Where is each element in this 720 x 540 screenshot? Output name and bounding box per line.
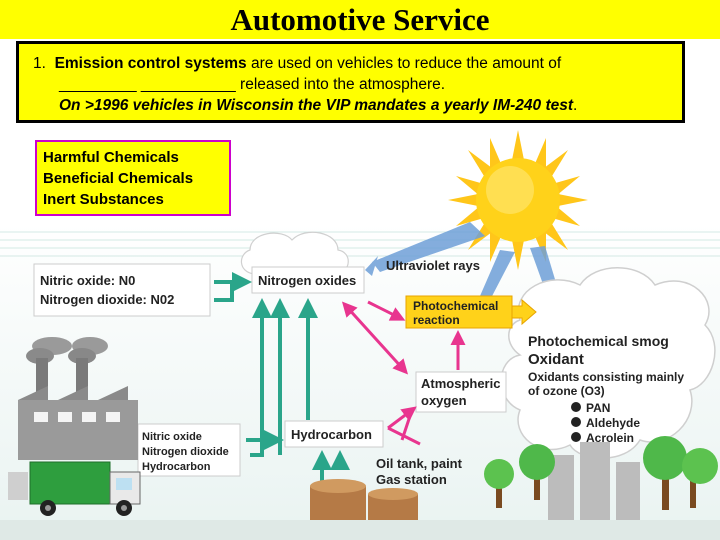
question-box: 1. Emission control systems are used on … <box>16 41 685 123</box>
nitrogen-oxides-box <box>251 266 365 294</box>
nitric-oxide-label: Nitric oxide: N0 <box>40 273 135 288</box>
legend-item-beneficial: Beneficial Chemicals <box>43 170 194 187</box>
smog-item-acrolein: Acrolein <box>586 431 634 445</box>
question-line-2-rest: released into the atmosphere. <box>240 76 446 93</box>
smog-oxidant: Oxidant <box>528 351 584 368</box>
question-line-3-end: . <box>573 97 578 114</box>
title-bar: Automotive Service <box>0 0 720 39</box>
question-line-3: On >1996 vehicles in Wisconsin the VIP m… <box>59 97 577 115</box>
smog-title: Photochemical smog <box>528 333 669 349</box>
small-cloud <box>240 231 349 275</box>
atmospheric-label-1: Atmospheric <box>421 376 500 391</box>
sun-icon <box>448 130 588 270</box>
truck-emission-2: Nitrogen dioxide <box>142 446 229 458</box>
truck-icon <box>8 461 141 516</box>
truck-emissions-box <box>137 423 241 477</box>
hydrocarbon-label: Hydrocarbon <box>291 427 372 442</box>
legend-item-harmful: Harmful Chemicals <box>43 149 179 166</box>
atmospheric-oxygen-box <box>415 371 507 413</box>
bullet-icon <box>571 432 581 442</box>
truck-emission-1: Nitric oxide <box>142 431 202 443</box>
smog-desc-2: of ozone (O3) <box>528 384 605 398</box>
legend-item-inert: Inert Substances <box>43 191 164 208</box>
question-line-3-text: On >1996 vehicles in Wisconsin the VIP m… <box>59 97 574 114</box>
tree-icon <box>484 436 718 510</box>
smog-item-aldehyde: Aldehyde <box>586 416 640 430</box>
oil-tank-label-2: Gas station <box>376 472 447 487</box>
nitrogen-compounds-box <box>33 263 211 317</box>
question-line-1-rest: are used on vehicles to reduce the amoun… <box>250 55 562 72</box>
answer-blanks: _________ ___________ <box>59 76 236 93</box>
question-number: 1. <box>33 55 46 72</box>
question-bold-term: Emission control systems <box>54 55 247 72</box>
nitrogen-dioxide-label: Nitrogen dioxide: N02 <box>40 292 174 307</box>
background-stripes <box>0 231 720 257</box>
question-line-2: _________ ___________ released into the … <box>59 76 445 94</box>
slide-title: Automotive Service <box>230 2 490 37</box>
nitrogen-oxides-label: Nitrogen oxides <box>258 273 356 288</box>
bidirectional-arrow <box>341 301 409 375</box>
oil-tank-label-1: Oil tank, paint <box>376 456 463 471</box>
smog-desc-1: Oxidants consisting mainly <box>528 370 684 384</box>
photochemical-label-2: reaction <box>413 313 460 327</box>
truck-emission-3: Hydrocarbon <box>142 461 211 473</box>
photochemical-label-1: Photochemical <box>413 299 498 313</box>
question-line-1: 1. Emission control systems are used on … <box>33 55 561 73</box>
bullet-icon <box>571 417 581 427</box>
emission-arrows <box>214 272 350 500</box>
bullet-icon <box>571 402 581 412</box>
ultraviolet-rays-label: Ultraviolet rays <box>386 258 480 273</box>
reaction-to-smog-arrow <box>511 298 537 326</box>
hydrocarbon-box <box>284 420 384 448</box>
hydrocarbon-branch-2 <box>400 409 414 441</box>
atmospheric-label-2: oxygen <box>421 393 467 408</box>
factory-icon <box>18 337 138 460</box>
smog-item-pan: PAN <box>586 401 610 415</box>
ground <box>0 520 720 540</box>
legend-box: Harmful Chemicals Beneficial Chemicals I… <box>35 140 231 216</box>
